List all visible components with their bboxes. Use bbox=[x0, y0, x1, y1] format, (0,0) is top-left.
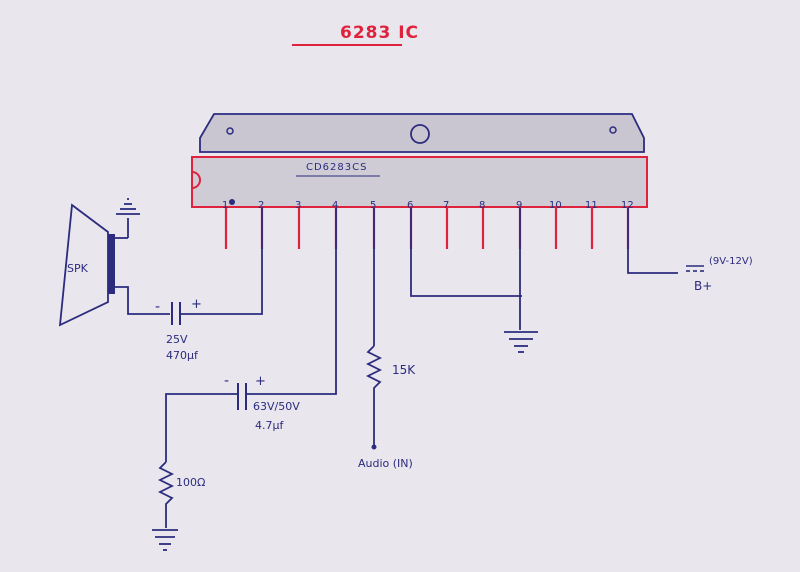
cap2-capacitance: 4.7µf bbox=[255, 419, 284, 432]
audio-input-label: Audio (IN) bbox=[358, 457, 413, 470]
pin-number-7: 7 bbox=[443, 200, 449, 211]
cap1-voltage: 25V bbox=[166, 333, 188, 346]
ground-icon-right bbox=[504, 331, 538, 353]
cap2-minus: - bbox=[224, 373, 229, 389]
ic-heatsink-tab bbox=[199, 113, 645, 153]
supply-range-label: (9V-12V) bbox=[709, 256, 753, 267]
pin-number-11: 11 bbox=[585, 200, 598, 211]
supply-label: B+ bbox=[694, 279, 712, 293]
mounting-hole-right bbox=[609, 126, 617, 134]
pin-number-5: 5 bbox=[370, 200, 376, 211]
resistor-100-ohm bbox=[157, 461, 175, 528]
ground-icon-speaker bbox=[116, 198, 140, 215]
mounting-hole-left bbox=[226, 127, 234, 135]
pin-number-3: 3 bbox=[295, 200, 301, 211]
resistor-15k bbox=[365, 345, 383, 446]
wire-pin6-to-ground bbox=[410, 208, 522, 297]
cap2-plus: + bbox=[255, 374, 266, 389]
speaker-label: SPK bbox=[67, 262, 89, 275]
speaker-wire-bottom bbox=[115, 286, 170, 315]
speaker-cone bbox=[58, 203, 109, 327]
dc-supply-icon bbox=[686, 265, 704, 272]
pin-number-12: 12 bbox=[621, 200, 634, 211]
wire-cap2-to-resistor bbox=[165, 393, 238, 462]
pin-number-10: 10 bbox=[549, 200, 562, 211]
speaker-magnet bbox=[108, 234, 115, 294]
pin-number-2: 2 bbox=[258, 200, 264, 211]
diagram-title: 6283 IC bbox=[340, 23, 419, 43]
wire-pin12-to-supply bbox=[627, 208, 678, 274]
cap1-plus: + bbox=[191, 297, 202, 312]
capacitor-output bbox=[171, 302, 181, 325]
wire-cap1-to-pin2 bbox=[180, 208, 263, 315]
resistor-ground-label: 100Ω bbox=[176, 476, 205, 489]
pin1-dot bbox=[229, 199, 235, 205]
cap2-voltage: 63V/50V bbox=[253, 400, 300, 413]
input-terminal-dot bbox=[371, 444, 377, 450]
ic-notch bbox=[191, 171, 201, 189]
resistor-input-label: 15K bbox=[392, 363, 416, 377]
ic-body bbox=[191, 156, 648, 208]
pin-number-1: 1 bbox=[222, 200, 228, 211]
cap1-minus: - bbox=[155, 299, 160, 315]
pin-number-9: 9 bbox=[516, 200, 522, 211]
mounting-hole-large bbox=[410, 124, 430, 144]
pin-number-6: 6 bbox=[407, 200, 413, 211]
ground-icon-bottom-left bbox=[152, 529, 178, 551]
pin-number-4: 4 bbox=[332, 200, 338, 211]
capacitor-input bbox=[237, 383, 247, 410]
pin-number-8: 8 bbox=[479, 200, 485, 211]
wire-cap2-to-pin4 bbox=[246, 208, 337, 395]
ic-part-number: CD6283CS bbox=[306, 162, 367, 173]
cap1-capacitance: 470µf bbox=[166, 349, 199, 362]
